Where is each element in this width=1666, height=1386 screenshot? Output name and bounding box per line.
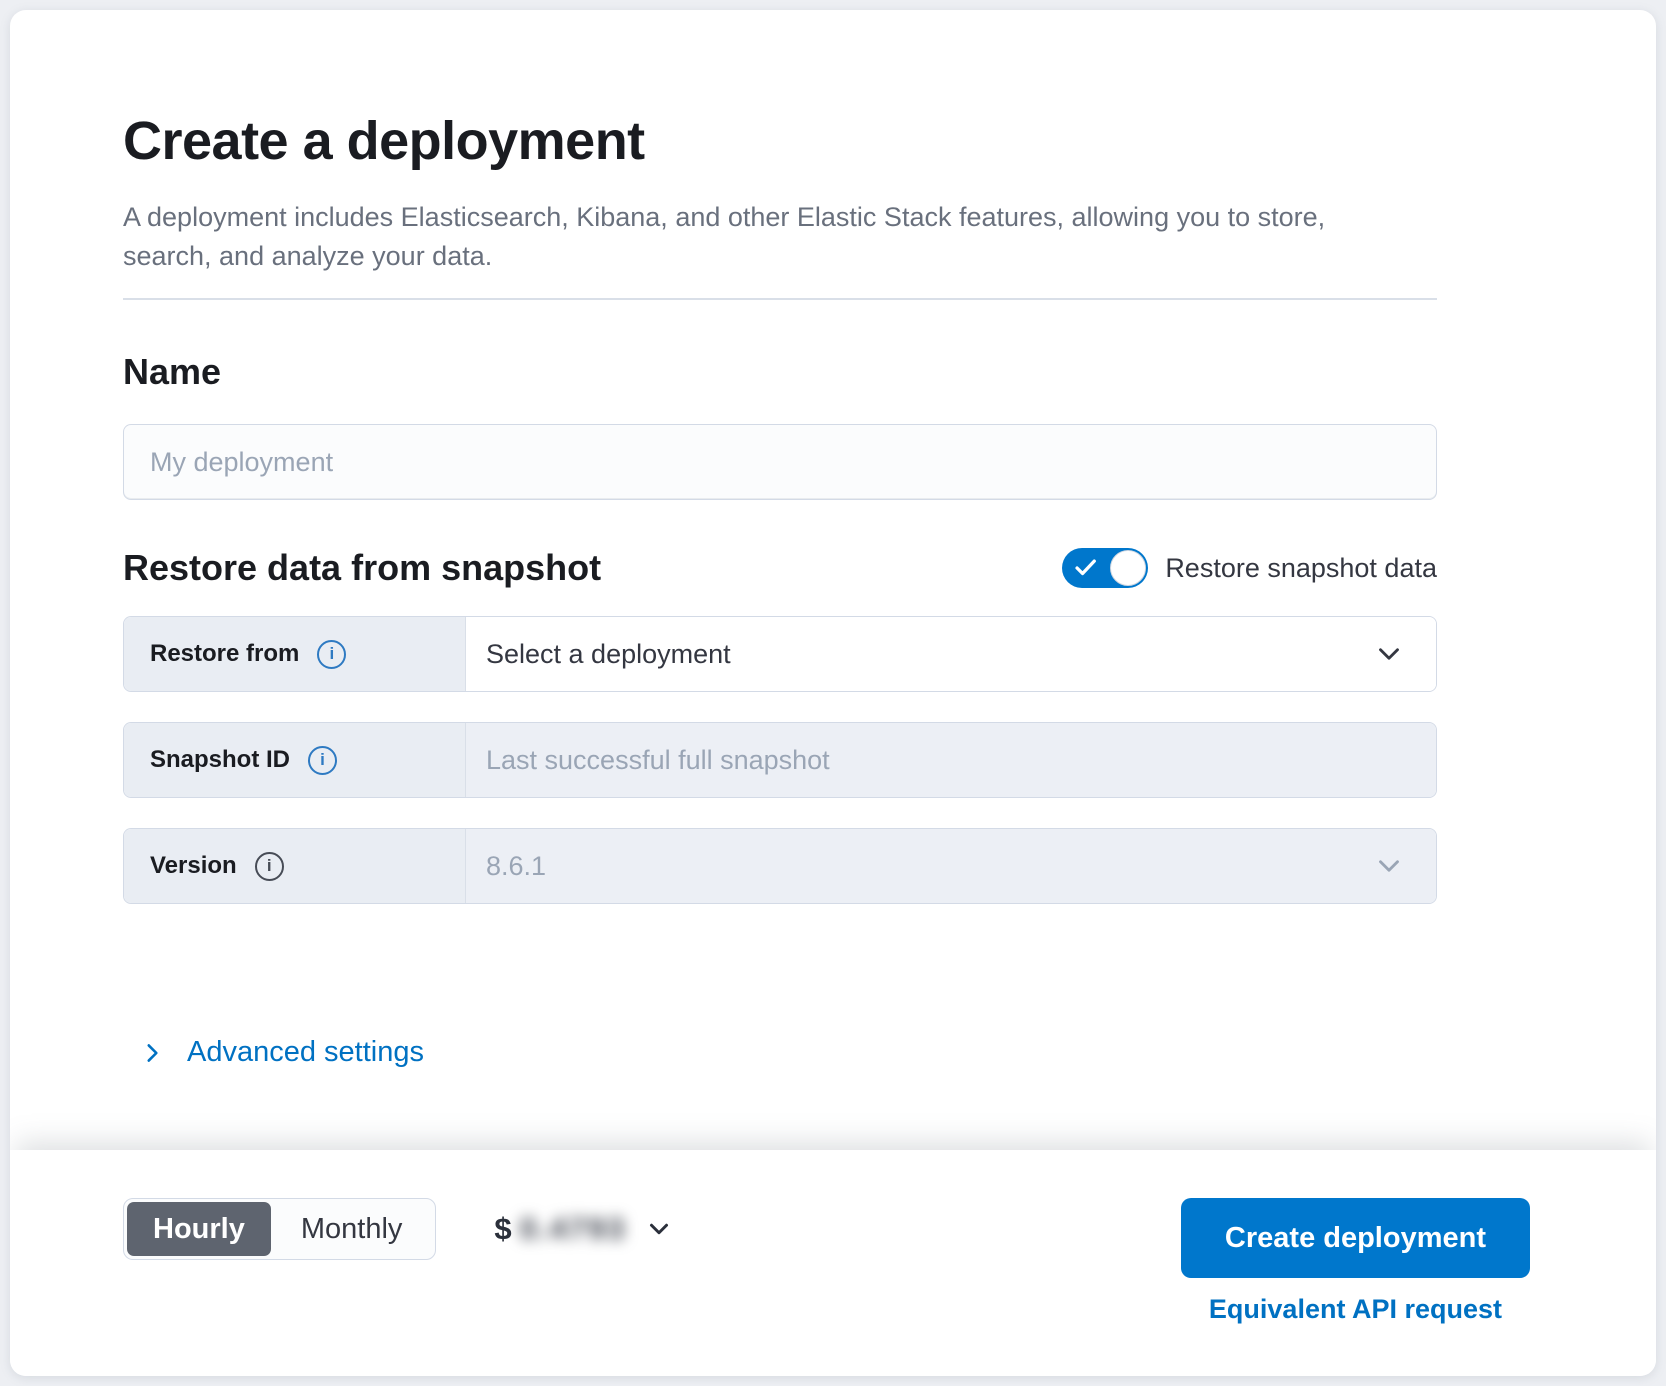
restore-snapshot-toggle[interactable] bbox=[1062, 548, 1149, 589]
version-label: Version bbox=[150, 852, 237, 880]
version-value: 8.6.1 bbox=[486, 850, 547, 881]
price-currency: $ bbox=[494, 1211, 512, 1246]
restore-from-select[interactable]: Select a deployment bbox=[466, 617, 1436, 692]
info-icon[interactable]: i bbox=[254, 851, 284, 881]
page-title: Create a deployment bbox=[123, 111, 645, 171]
info-icon[interactable]: i bbox=[308, 745, 338, 775]
divider bbox=[123, 298, 1437, 301]
name-heading: Name bbox=[123, 351, 222, 393]
advanced-settings-link[interactable]: Advanced settings bbox=[139, 1036, 424, 1069]
restore-from-value: Select a deployment bbox=[486, 638, 731, 669]
advanced-settings-label: Advanced settings bbox=[187, 1036, 424, 1069]
restore-from-row: Restore from i Select a deployment bbox=[123, 616, 1437, 693]
chevron-down-icon bbox=[650, 1223, 669, 1235]
chevron-right-icon bbox=[147, 1043, 158, 1062]
actions-group: Create deployment Equivalent API request bbox=[1180, 1198, 1530, 1325]
chevron-down-icon bbox=[1379, 860, 1399, 872]
snapshot-id-input[interactable] bbox=[466, 723, 1436, 798]
main-content: Create a deployment A deployment include… bbox=[10, 10, 1656, 1150]
create-deployment-button[interactable]: Create deployment bbox=[1180, 1198, 1530, 1278]
snapshot-id-label-cell: Snapshot ID i bbox=[124, 723, 466, 798]
toggle-knob bbox=[1110, 550, 1147, 587]
info-icon[interactable]: i bbox=[317, 639, 347, 669]
equivalent-api-request-link[interactable]: Equivalent API request bbox=[1208, 1294, 1502, 1324]
restore-section-header: Restore data from snapshot Restore snaps… bbox=[123, 546, 1437, 590]
restore-snapshot-toggle-group: Restore snapshot data bbox=[1062, 548, 1437, 589]
restore-from-label-cell: Restore from i bbox=[124, 617, 466, 692]
billing-period-toggle: Hourly Monthly bbox=[123, 1198, 437, 1260]
version-select[interactable]: 8.6.1 bbox=[466, 829, 1436, 904]
deployment-name-input[interactable] bbox=[123, 424, 1437, 501]
create-deployment-panel: Create a deployment A deployment include… bbox=[10, 10, 1656, 1376]
snapshot-id-row: Snapshot ID i bbox=[123, 722, 1437, 799]
billing-price-group: Hourly Monthly $ 0.4793 bbox=[123, 1198, 674, 1260]
bottom-bar: Hourly Monthly $ 0.4793 Create deploymen… bbox=[10, 1150, 1656, 1376]
check-icon bbox=[1075, 559, 1097, 576]
hourly-button[interactable]: Hourly bbox=[127, 1202, 271, 1256]
toggle-label: Restore snapshot data bbox=[1165, 552, 1437, 583]
version-row: Version i 8.6.1 bbox=[123, 828, 1437, 905]
restore-from-label: Restore from bbox=[150, 640, 300, 668]
page-subtitle: A deployment includes Elasticsearch, Kib… bbox=[123, 202, 1326, 272]
price-amount-blurred: 0.4793 bbox=[519, 1211, 627, 1246]
snapshot-id-label: Snapshot ID bbox=[150, 746, 291, 774]
monthly-button[interactable]: Monthly bbox=[271, 1202, 433, 1256]
version-label-cell: Version i bbox=[124, 829, 466, 904]
price-display[interactable]: $ 0.4793 bbox=[494, 1211, 674, 1247]
chevron-down-icon bbox=[1379, 648, 1399, 660]
restore-heading: Restore data from snapshot bbox=[123, 547, 602, 589]
